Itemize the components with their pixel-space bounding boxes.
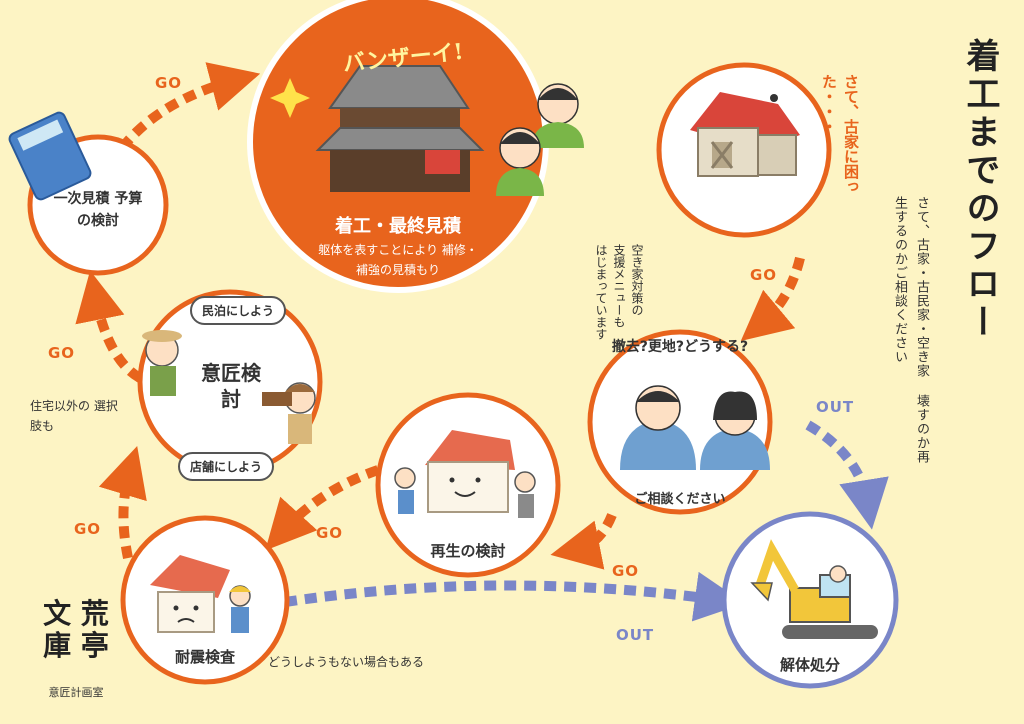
go-label-quake-design: GO — [74, 520, 102, 538]
go-label-start-consult: GO — [750, 266, 778, 284]
arrow-quake-to-design — [98, 446, 147, 560]
quake-label: 耐震検査 — [174, 648, 235, 666]
design-bubble-shop: 店舗にしよう — [178, 452, 275, 481]
go-label-estimate-final: GO — [155, 74, 183, 92]
excavator-illustration — [750, 539, 878, 639]
sad-house-illustration — [150, 555, 251, 633]
go-label-consult-regen: GO — [612, 562, 640, 580]
consult-bottom-label: ご相談ください — [634, 492, 726, 507]
brand-tagline: 意匠計画室 — [48, 686, 104, 699]
estimate-label: 一次見積 予算の検討 — [53, 191, 143, 229]
traditional-house-illustration — [315, 65, 485, 192]
brand-logo-line1: 文 荒 — [43, 597, 109, 630]
note-vacant-support: 空き家対策の 支援メニューも はじまっています — [594, 244, 644, 340]
arrow-consult-to-demolition — [805, 420, 889, 530]
worried-people-illustration — [620, 385, 770, 470]
arrow-regen-to-quake — [265, 465, 380, 551]
go-label-design-estimate: GO — [48, 344, 76, 362]
arrow-start-to-consult — [740, 256, 805, 342]
design-bubble-minpaku: 民泊にしよう — [190, 296, 287, 325]
brand-logo: 文 荒 庫 亭 — [36, 598, 116, 662]
final-label: 着工・最終見積 — [335, 216, 461, 237]
brand-logo-line2: 庫 亭 — [43, 629, 109, 662]
cheering-people-illustration — [496, 83, 584, 196]
happy-house-illustration — [394, 430, 536, 518]
arrow-estimate-to-final — [118, 62, 261, 152]
note-other-use: 住宅以外の 選択肢も — [30, 399, 118, 433]
sparkle-icon — [270, 78, 310, 118]
arrow-quake-to-demolition — [284, 571, 745, 622]
design-label: 意匠検討 — [201, 361, 261, 411]
final-sub: 躯体を表すことにより 補修・補強の見積もり — [318, 243, 478, 277]
out-label-consult-demolition: OUT — [816, 398, 855, 416]
arrow-consult-to-regen — [550, 513, 617, 570]
note-hopeless: どうしようもない場合もある — [268, 655, 425, 669]
design-people-illustration — [142, 330, 316, 444]
out-label-quake-demolition: OUT — [616, 626, 655, 644]
regen-label: 再生の検討 — [430, 542, 506, 560]
arrow-design-to-estimate — [75, 270, 143, 383]
broken-house-illustration — [690, 92, 800, 177]
go-label-regen-quake: GO — [316, 524, 344, 542]
consult-top-label: 撤去?更地?どうする? — [611, 339, 749, 355]
start-label: さて、古家に困った・・・ — [820, 74, 860, 194]
calculator-illustration — [8, 111, 92, 201]
page-title: 着工までのフロー — [960, 38, 1000, 342]
page-subtitle: さて、古家・古民家・空き家 壊すのか再生するのかご相談ください — [892, 196, 929, 464]
demolition-label: 解体処分 — [779, 656, 840, 674]
